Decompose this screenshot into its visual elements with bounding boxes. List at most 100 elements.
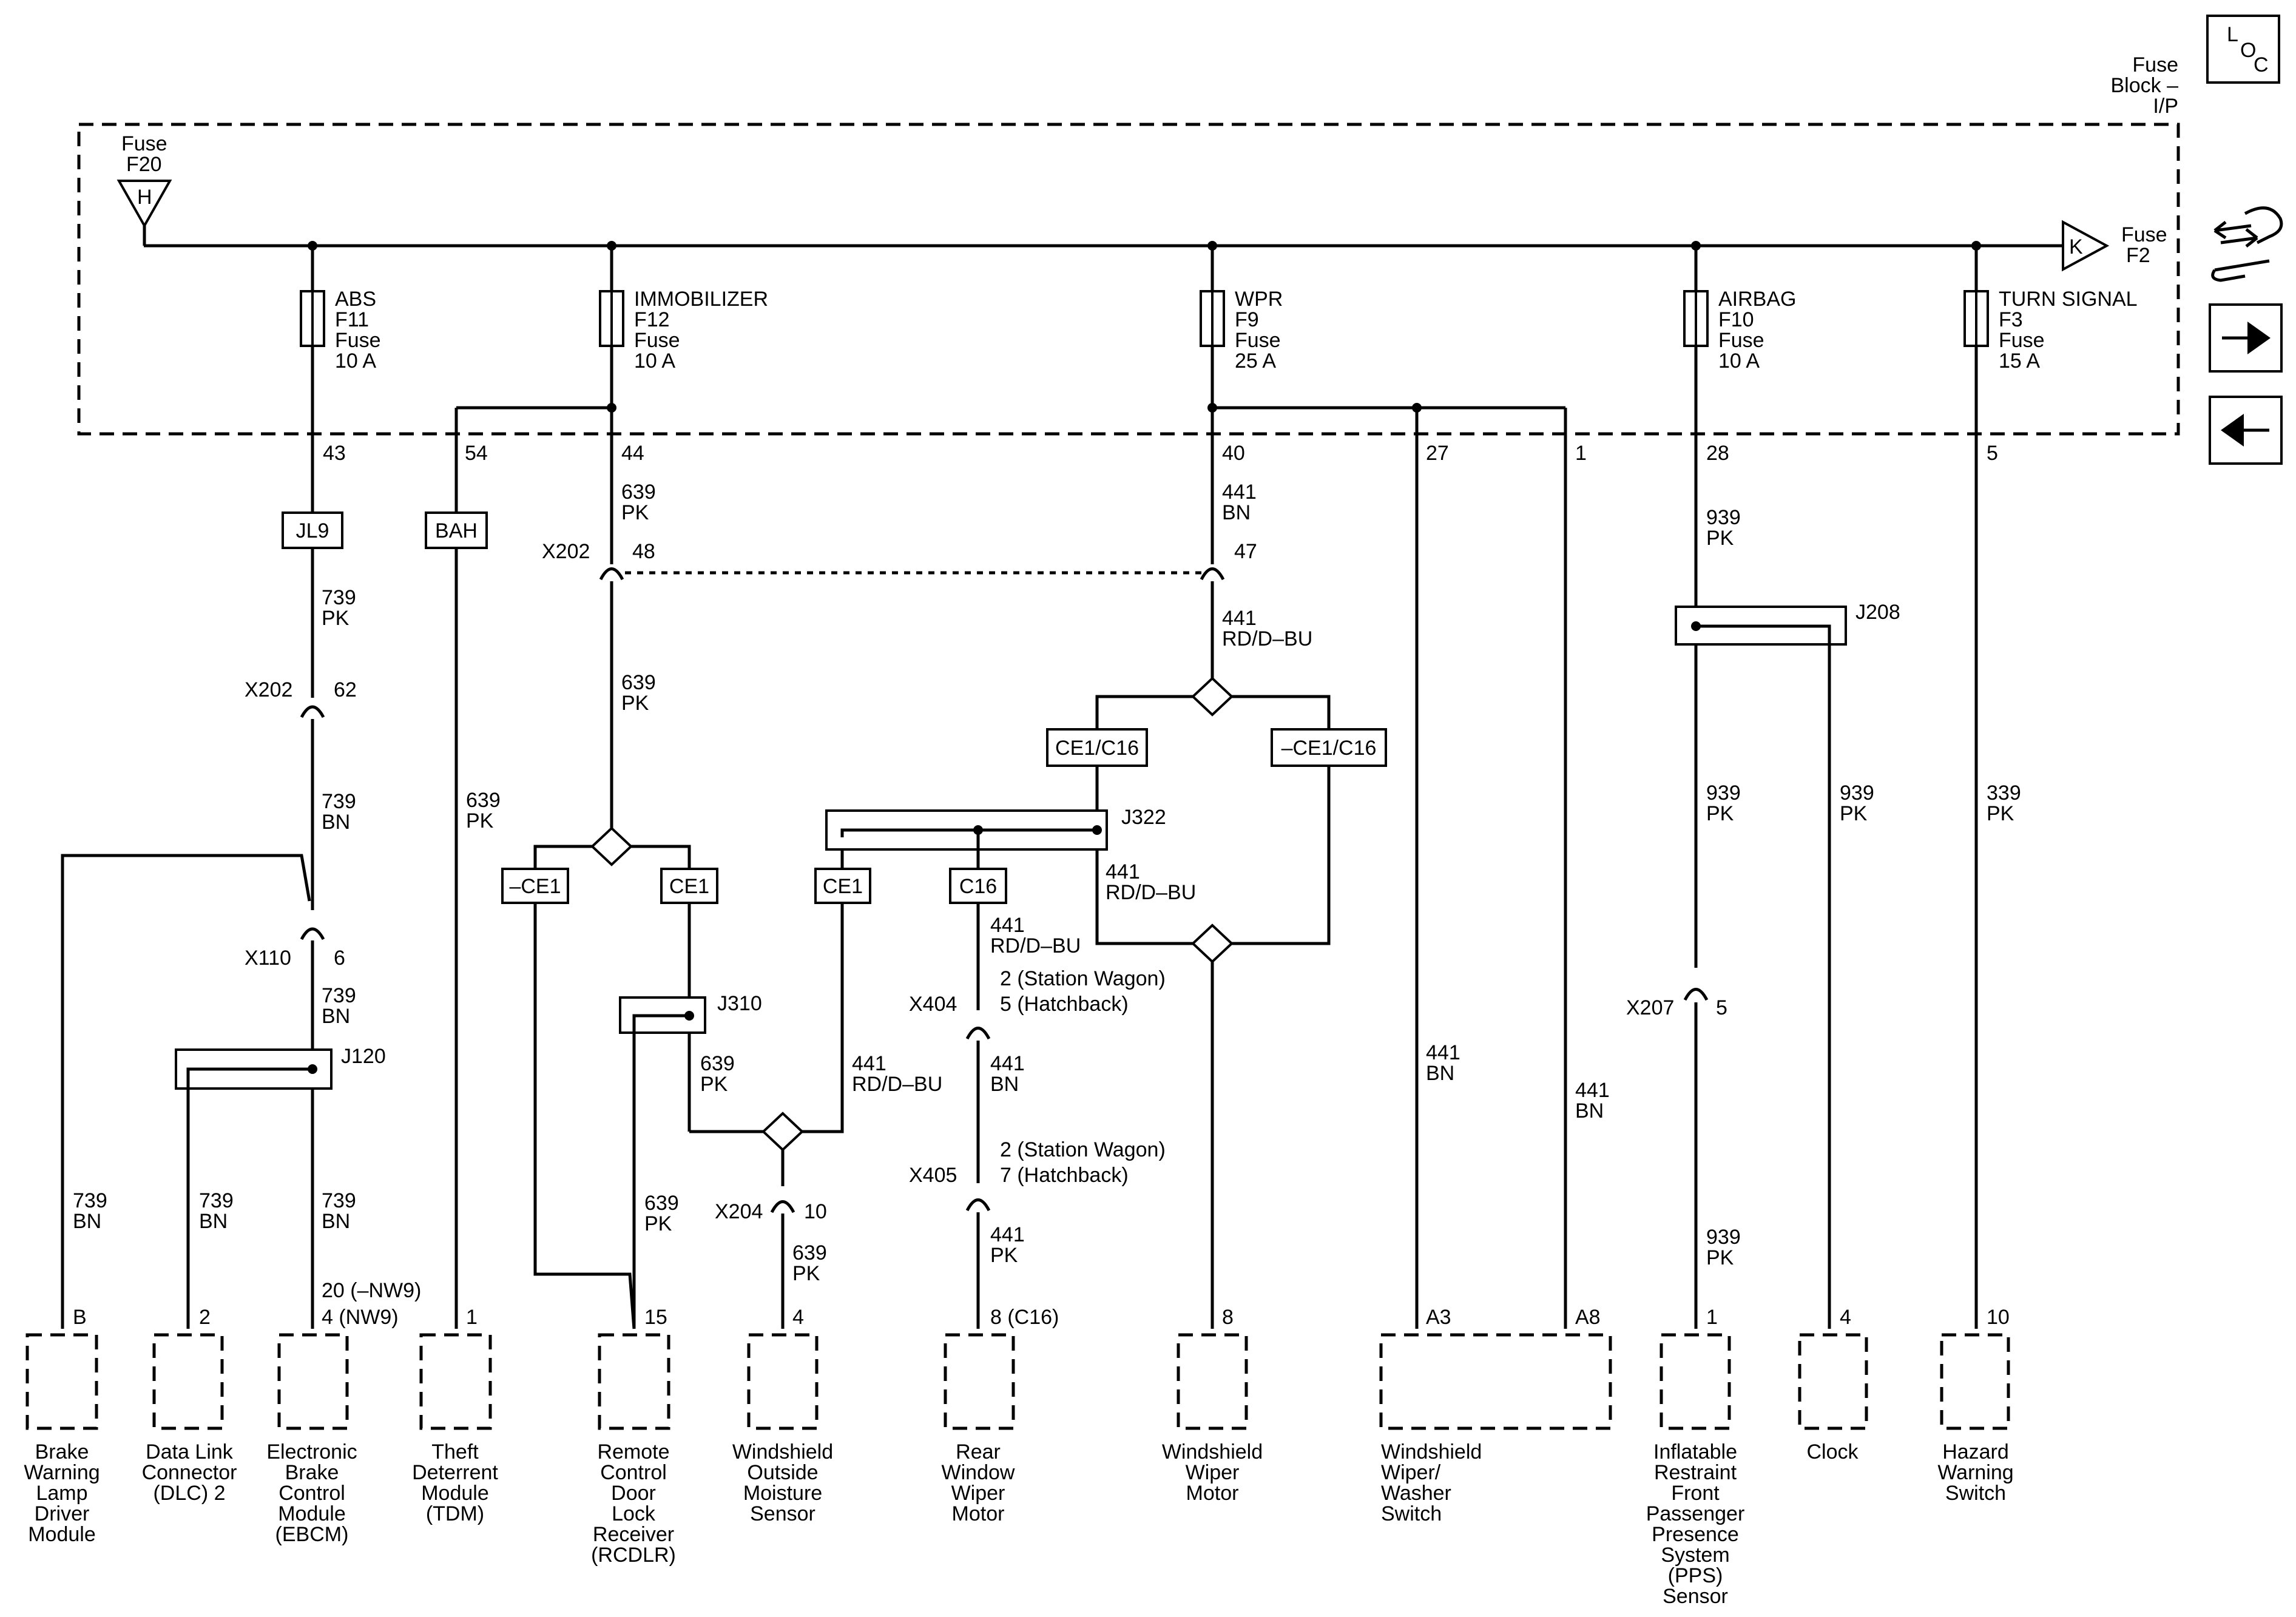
tools-icon[interactable]	[2211, 206, 2283, 282]
wire-circuit: 639	[621, 481, 656, 504]
component-pin: 15	[644, 1306, 667, 1329]
component-name: Rear	[956, 1440, 1001, 1463]
supply-label: F2	[2126, 244, 2150, 267]
connector-x110	[300, 927, 325, 940]
component-name: Remote	[597, 1440, 669, 1463]
component-name: Module	[421, 1482, 489, 1505]
connector-pin: 47	[1234, 540, 1257, 563]
wire-color: BN	[1575, 1099, 1604, 1122]
component-name: Wiper	[951, 1482, 1005, 1505]
wire-circuit: 441	[852, 1052, 886, 1075]
cavity-number: 27	[1426, 442, 1449, 465]
wire-circuit: 441	[1222, 481, 1257, 504]
component-name: Lock	[612, 1502, 656, 1525]
wire-color: RD/D–BU	[1106, 881, 1196, 904]
supply-label: Fuse	[2121, 223, 2167, 246]
fuse-f2-supply: K Fuse F2	[2062, 220, 2167, 272]
component-name: Windshield	[1162, 1440, 1263, 1463]
wiper-circuit: 441 BN 47 441 RD/D–BU CE1/C16 –CE1/C16 4…	[825, 346, 1387, 1329]
component-name: Brake	[285, 1461, 339, 1484]
component-pin: B	[73, 1306, 87, 1329]
component-rear-window-wiper-motor[interactable]: 8 (C16) Rear Window Wiper Motor	[942, 1306, 1059, 1525]
connector-id: X404	[909, 993, 957, 1016]
splice-label: J310	[717, 992, 762, 1015]
component-name: Switch	[1945, 1482, 2006, 1505]
component-pin: 4	[792, 1306, 804, 1329]
component-name: Sensor	[1663, 1585, 1728, 1608]
arrow-left-icon[interactable]	[2209, 396, 2283, 465]
fuse-block-label: Fuse	[2132, 53, 2178, 76]
component-name: Outside	[747, 1461, 818, 1484]
component-name: Control	[600, 1461, 667, 1484]
wire-color: BN	[199, 1210, 228, 1233]
connector-pin: 6	[334, 947, 345, 970]
component-name: Hazard	[1942, 1440, 2009, 1463]
component-windshield-wiper-motor[interactable]: 8 Windshield Wiper Motor	[1162, 1306, 1263, 1505]
fuse-f12: IMMOBILIZER F12 Fuse 10 A	[599, 241, 768, 373]
option-label: CE1/C16	[1055, 737, 1139, 760]
wire-color: RD/D–BU	[1222, 627, 1312, 650]
connector-id: X405	[909, 1164, 957, 1187]
wiper-switch-circuit: 441 BN 441 BN	[1415, 408, 1610, 1329]
component-name: Motor	[1186, 1482, 1239, 1505]
wire-circuit: 939	[1706, 781, 1741, 805]
wire-color: PK	[644, 1212, 672, 1235]
component-name: Front	[1671, 1482, 1720, 1505]
wire-circuit: 739	[73, 1189, 107, 1212]
component-pin: A3	[1426, 1306, 1451, 1329]
wire-circuit: 441	[1222, 607, 1257, 630]
loc-icon[interactable]: L O C	[2206, 15, 2280, 84]
cavity-number: 28	[1706, 442, 1729, 465]
component-data-link-connector[interactable]: 2 Data Link Connector (DLC) 2	[142, 1306, 237, 1505]
option-box-ce1	[814, 868, 871, 904]
component-windshield-wiper-washer-switch[interactable]: A3 A8 Windshield Wiper/ Washer Switch	[1379, 1306, 1612, 1525]
option-label: BAH	[435, 519, 478, 542]
wire-color: BN	[322, 1210, 350, 1233]
cavity-number: 40	[1222, 442, 1245, 465]
component-name: Brake	[35, 1440, 89, 1463]
component-name: (EBCM)	[275, 1523, 349, 1546]
supply-pin: H	[137, 186, 152, 209]
wire-circuit: 739	[322, 1189, 356, 1212]
component-pin: 8	[1222, 1306, 1234, 1329]
fuse-f11: ABS F11 Fuse 10 A	[300, 241, 381, 373]
option-label: JL9	[296, 519, 329, 542]
component-name: Clock	[1806, 1440, 1859, 1463]
wire-circuit: 441	[990, 914, 1025, 937]
connector-x202	[300, 705, 325, 718]
component-name: Restraint	[1654, 1461, 1737, 1484]
component-rcdlr[interactable]: 15 Remote Control Door Lock Receiver (RC…	[591, 1306, 676, 1567]
component-theft-deterrent-module[interactable]: 1 Theft Deterrent Module (TDM)	[412, 1306, 498, 1525]
connector-pin: 2 (Station Wagon)	[1000, 967, 1166, 990]
component-name: Receiver	[593, 1523, 674, 1546]
wire-circuit: 339	[1987, 781, 2021, 805]
arrow-right-icon[interactable]	[2209, 303, 2283, 373]
fuse-rating: 15 A	[1999, 349, 2040, 373]
component-hazard-warning-switch[interactable]: 10 Hazard Warning Switch	[1937, 1306, 2013, 1505]
fuse-name: AIRBAG	[1718, 288, 1796, 311]
wire-circuit: 639	[621, 671, 656, 694]
component-clock[interactable]: 4 Clock	[1798, 1306, 1868, 1463]
component-windshield-outside-moisture-sensor[interactable]: 4 Windshield Outside Moisture Sensor	[732, 1306, 833, 1525]
supply-triangle-k	[2062, 220, 2110, 272]
option-box-jl9	[282, 511, 343, 549]
component-pin: 1	[1706, 1306, 1718, 1329]
wire-color: PK	[1706, 802, 1734, 825]
connector-id: X207	[1626, 996, 1674, 1019]
connector-id: X110	[245, 947, 291, 970]
component-name: Module	[278, 1502, 346, 1525]
wire-circuit: 639	[466, 789, 501, 812]
wire-color: PK	[1706, 527, 1734, 550]
wire-circuit: 939	[1840, 781, 1874, 805]
component-name: Electronic	[266, 1440, 357, 1463]
component-brake-warning-lamp-driver-module[interactable]: B Brake Warning Lamp Driver Module	[24, 1306, 100, 1546]
component-ebcm[interactable]: 20 (–NW9) 4 (NW9) Electronic Brake Contr…	[266, 1279, 421, 1546]
component-pps-sensor[interactable]: 1 Inflatable Restraint Front Passenger P…	[1646, 1306, 1745, 1608]
component-name: Connector	[142, 1461, 237, 1484]
wire-color: PK	[322, 607, 349, 630]
fuse-f20-supply: Fuse F20 H	[116, 132, 172, 246]
wire-color: BN	[1222, 501, 1251, 524]
wire-color: PK	[621, 692, 649, 715]
supply-pin: K	[2069, 235, 2083, 258]
